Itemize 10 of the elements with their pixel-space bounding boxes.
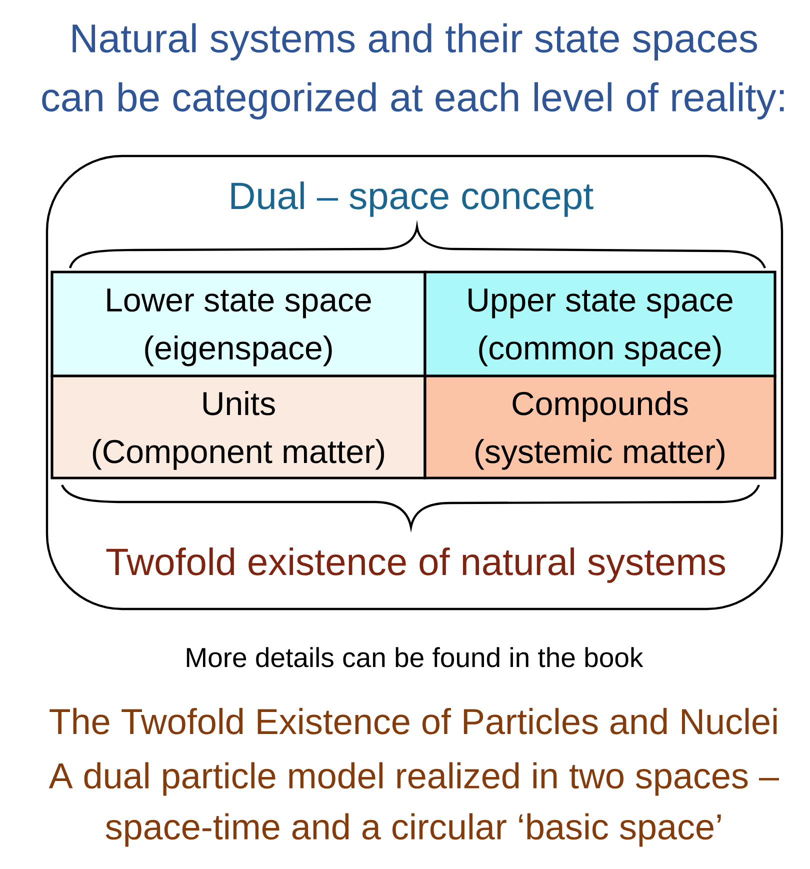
book-title: The Twofold Existence of Particles and Nuclei	[50, 708, 777, 734]
heading: Twofold existence of natural systems	[106, 547, 726, 583]
table-cell: Upper state space (common space)	[424, 270, 776, 378]
note-text: More details can be found in the book	[186, 647, 644, 668]
table-cell: Units (Component matter)	[50, 374, 426, 480]
table-cell: Lower state space (eigenspace)	[50, 270, 426, 378]
book-subtitle: A dual particle model realized in two spaces – space-time and a circular ‘basic space’	[48, 762, 779, 847]
heading: Dual – space concept	[231, 181, 594, 217]
title: Natural systems and their state spaces can be categorized at each level of reality:	[42, 23, 784, 120]
table-cell: Compounds (systemic matter)	[424, 374, 776, 480]
